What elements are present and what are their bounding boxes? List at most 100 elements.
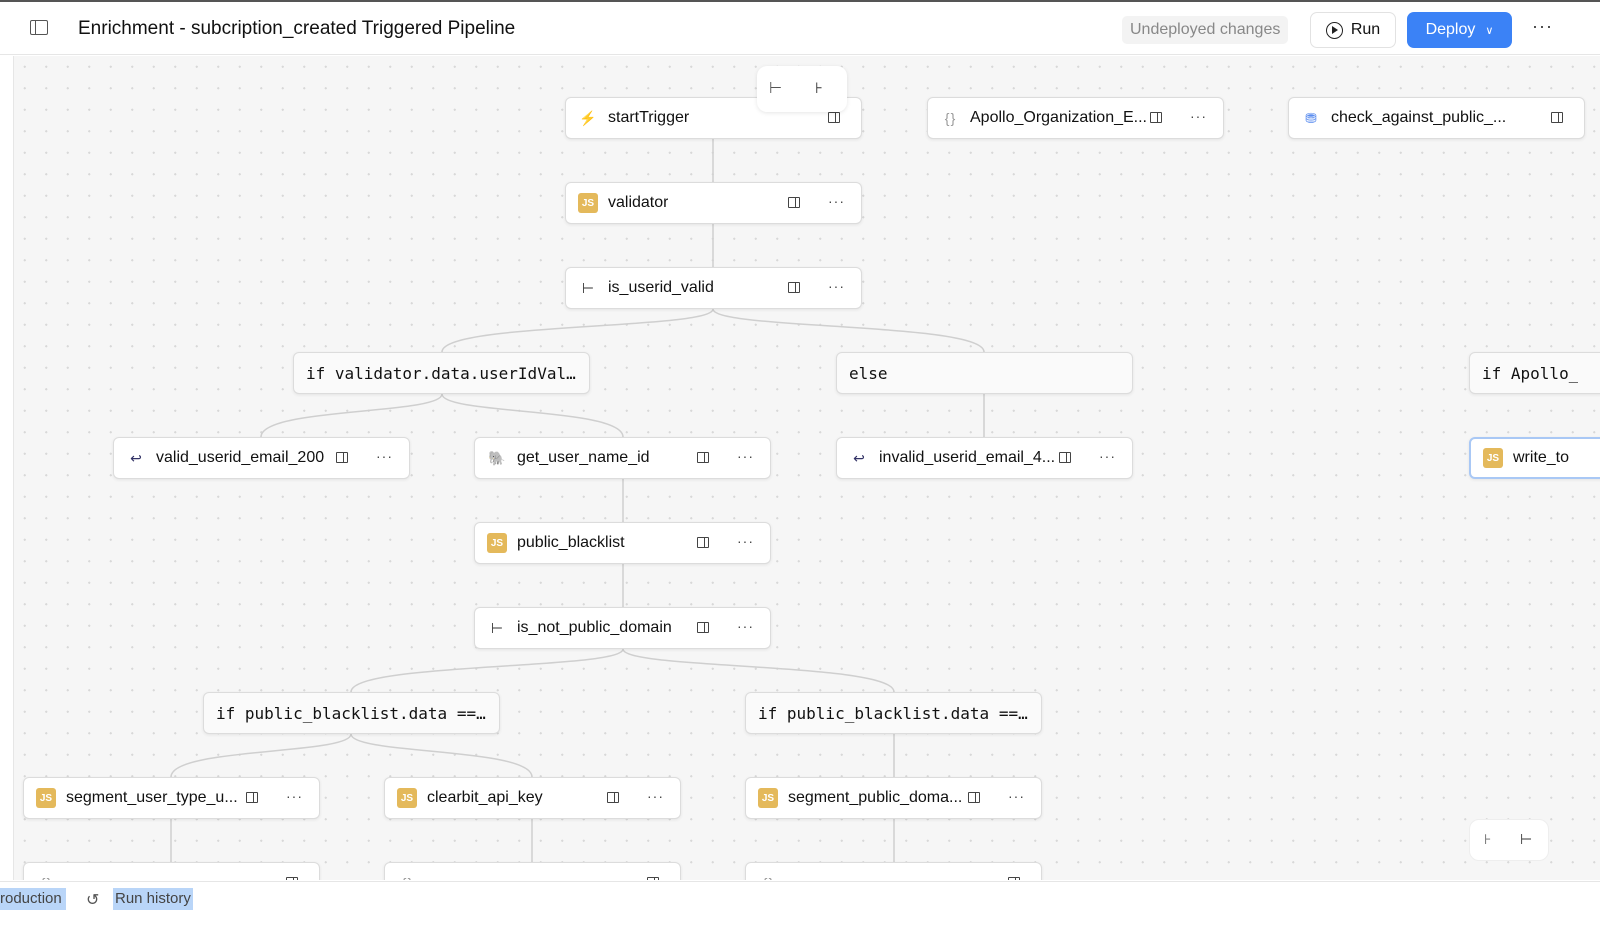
step-node[interactable]: JS validator ··· [565,182,862,224]
node-menu-button[interactable]: ··· [1008,788,1025,804]
connector [170,819,895,862]
step-node[interactable]: ⛃ check_against_public_... [1288,97,1585,139]
step-node[interactable]: ↩invalid_userid_email_4...··· [836,437,1133,479]
step-node[interactable]: { } [384,862,681,880]
node-menu-button[interactable]: ··· [828,193,845,209]
return-icon: ↩ [853,449,865,466]
node-label: check_against_public_... [1331,109,1507,126]
panel-icon[interactable] [697,452,709,463]
connector [170,733,533,778]
node-label: public_blacklist [517,534,625,551]
code-braces-icon: { } [36,873,56,880]
node-label: write_to [1513,449,1570,466]
sidebar-toggle-icon[interactable] [30,20,48,35]
node-label: is_not_public_domain [517,619,672,636]
run-label: Run [1350,21,1381,38]
code-braces-icon: { } [758,873,778,880]
step-node[interactable]: { } [23,862,320,880]
node-menu-button[interactable]: ··· [737,448,754,464]
node-label: if public_blacklist.data ==… [216,703,486,723]
deploy-label: Deploy [1425,21,1476,38]
node-label: get_user_name_id [517,449,650,466]
panel-icon[interactable] [246,792,258,803]
panel-icon[interactable] [697,622,709,633]
js-icon: JS [487,533,507,553]
panel-icon[interactable] [1150,112,1162,123]
panel-icon[interactable] [788,197,800,208]
panel-icon[interactable] [697,537,709,548]
panel-icon[interactable] [336,452,348,463]
page-title: Enrichment - subcription_created Trigger… [78,18,516,39]
run-button[interactable]: Run [1310,12,1396,48]
horizontal-layout-icon[interactable]: ⊢ [769,80,783,97]
step-node[interactable]: { } Apollo_Organization_E... ··· [927,97,1224,139]
js-icon: JS [578,193,598,213]
node-menu-button[interactable]: ··· [286,788,303,804]
pipeline-canvas[interactable]: ⚡startTrigger { } Apollo_Organization_E...… [13,56,1600,880]
step-node[interactable]: ↩ valid_userid_email_200 ··· [113,437,410,479]
status-badge: Undeployed changes [1122,16,1289,44]
postgres-icon: 🐘 [488,449,506,466]
step-node[interactable]: ⚡startTrigger [565,97,862,139]
node-label: startTrigger [608,109,690,126]
step-node[interactable]: 🐘 get_user_name_id ··· [474,437,771,479]
js-icon: JS [397,788,417,808]
step-node[interactable]: JS public_blacklist ··· [474,522,771,564]
node-label: if Apollo_ [1482,363,1579,383]
connector [441,308,985,353]
node-label: is_userid_valid [608,279,714,296]
node-menu-button[interactable]: ··· [376,448,393,464]
more-options-button[interactable]: ··· [1532,16,1553,36]
condition-node[interactable]: if public_blacklist.data ==… [203,692,500,734]
panel-icon[interactable] [788,282,800,293]
node-label: segment_public_doma... [788,789,963,806]
node-menu-button[interactable]: ··· [1190,108,1207,124]
database-icon: ⛃ [1305,109,1317,126]
panel-icon[interactable] [828,112,840,123]
horizontal-layout-icon[interactable]: ⊢ [1520,831,1533,847]
connectors [170,139,985,862]
connector [260,393,624,438]
node-label: validator [608,194,669,211]
condition-node[interactable]: else [836,352,1133,394]
vertical-layout-icon[interactable]: ⊦ [1484,831,1492,847]
node-label: Apollo_Organization_E... [970,109,1147,126]
js-icon: JS [36,788,56,808]
condition-node[interactable]: if public_blacklist.data ==… [745,692,1042,734]
panel-icon[interactable] [607,792,619,803]
environment-tab[interactable]: roduction [0,888,66,910]
step-node[interactable]: ⊢is_not_public_domain··· [474,607,771,649]
play-icon [1325,21,1343,39]
panel-icon[interactable] [286,877,298,880]
branch-icon: ⊢ [581,279,595,296]
panel-icon[interactable] [1551,112,1563,123]
panel-icon[interactable] [968,792,980,803]
panel-icon[interactable] [1059,452,1071,463]
code-braces-icon: { } [944,110,956,126]
condition-node[interactable]: if validator.data.userIdVal… [293,352,590,394]
connector [350,648,895,693]
node-menu-button[interactable]: ··· [647,788,664,804]
history-icon: ↺ [86,892,100,909]
node-label: valid_userid_email_200 [156,449,325,466]
run-history-tab[interactable]: Run history [113,888,193,910]
return-icon: ↩ [130,449,142,466]
node-menu-button[interactable]: ··· [737,618,754,634]
node-label: if validator.data.userIdVal… [306,363,576,383]
step-node[interactable]: { } [745,862,1042,880]
panel-icon[interactable] [647,877,659,880]
node-menu-button[interactable]: ··· [828,278,845,294]
vertical-layout-icon[interactable]: ⊦ [815,80,823,97]
step-node[interactable]: ⊢ is_userid_valid ··· [565,267,862,309]
node-menu-button[interactable]: ··· [737,533,754,549]
top-bar: Enrichment - subcription_created Trigger… [0,0,1600,55]
node-menu-button[interactable]: ··· [1099,448,1116,464]
condition-node[interactable]: if Apollo_ [1469,352,1600,394]
panel-icon[interactable] [1008,877,1020,880]
deploy-button[interactable]: Deploy∨ [1407,12,1512,48]
node-label: if public_blacklist.data ==… [758,703,1028,723]
